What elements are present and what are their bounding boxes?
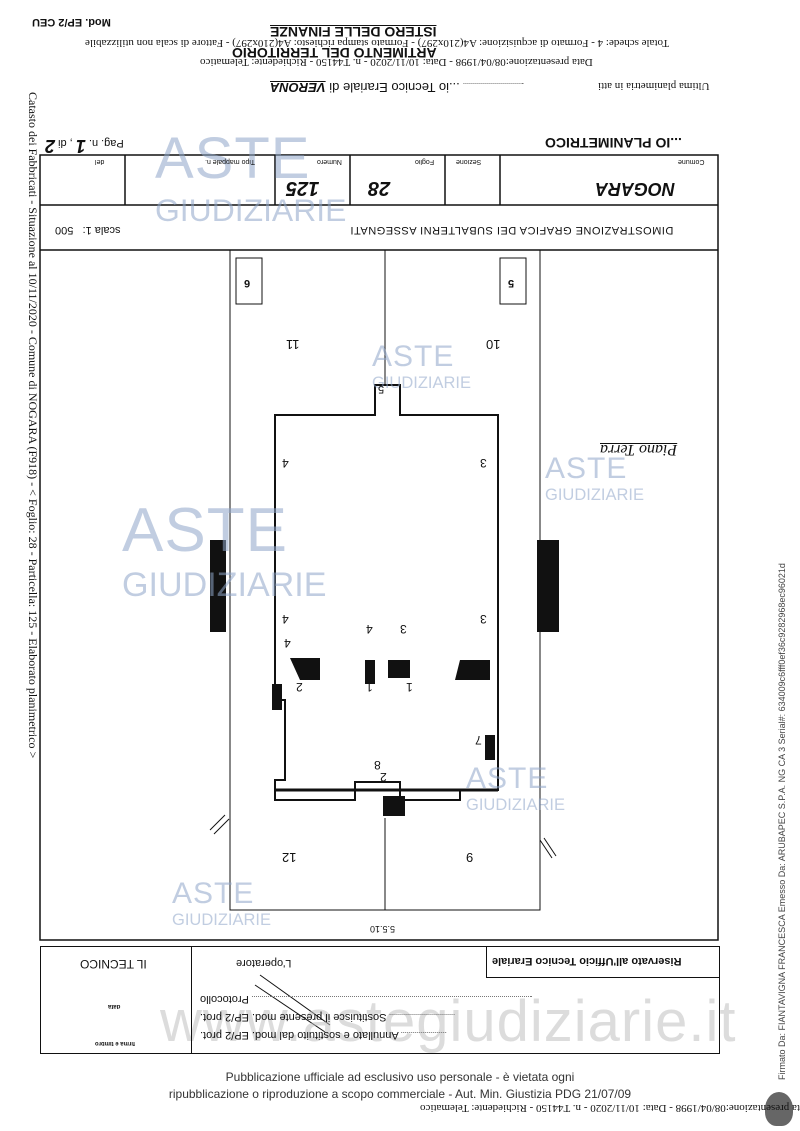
seal-icon [765, 1092, 793, 1126]
sub-label: 4 [282, 612, 289, 626]
tecnico-label: IL TECNICO [80, 957, 147, 971]
sub-label: 5 [508, 277, 515, 289]
sub-label: 2 [296, 680, 303, 694]
reserved-title: Riservato all'Ufficio Tecnico Erariale [492, 955, 682, 967]
section-title: DIMOSTRAZIONE GRAFICA DEI SUBALTERNI ASS… [350, 224, 674, 236]
protocollo-field: Protocollo [200, 993, 532, 1005]
reserved-box [40, 946, 720, 1054]
office: ...io Tecnico Erariale di VERONA [270, 80, 524, 95]
signature-side-note: Firmato Da: FIANTAVIGNA FRANCESCA Emesso… [777, 563, 787, 1080]
operatore-label: L'operatore [236, 957, 292, 969]
sub-label: 6 [244, 277, 251, 289]
value-foglio: 28 [368, 177, 391, 199]
footer-line-2: ripubblicazione o riproduzione a scopo c… [168, 1087, 632, 1101]
form-title: ...IO PLANIMETRICO [545, 135, 682, 151]
watermark-site: www.astegiudiziarie.it [160, 989, 737, 1054]
col-tipo-mappale: Tipo mappale n. [205, 158, 255, 165]
page-indicator: Pag. n. 1 , di 2 [45, 136, 124, 156]
plan-note: 5.5.10 [370, 924, 396, 934]
footer-repeat-line: Data presentazione:08/04/1998 - Data: 10… [420, 1102, 800, 1114]
sub-label: 4 [366, 622, 373, 636]
scale: scala 1: 500 [55, 224, 121, 236]
sub-label: 2 [380, 770, 387, 784]
sub-label: 10 [486, 337, 501, 352]
sub-label: 12 [282, 850, 297, 865]
data-label: data [108, 1003, 121, 1009]
firma-label: firma e timbro [95, 1040, 136, 1046]
sub-label: 7 [475, 733, 482, 747]
sub-label: 1 [406, 680, 413, 694]
col-del: del [95, 158, 105, 165]
form-frame [39, 154, 719, 941]
sub-label: 4 [284, 636, 291, 650]
floor-label: Piano Terra [600, 441, 678, 458]
col-comune: Comune [678, 158, 705, 165]
col-sezione: Sezione [456, 158, 482, 165]
sub-label: 4 [282, 456, 289, 470]
sub-label: 1 [366, 680, 373, 694]
sub-label: 3 [480, 612, 487, 626]
cadastre-side-note: Catasto dei Fabbricati - Situazione al 1… [26, 92, 40, 759]
col-numero: Numero [317, 158, 342, 165]
sub-label: 9 [466, 850, 474, 865]
col-foglio: Foglio [415, 158, 435, 165]
sub-label: 3 [480, 456, 487, 470]
annullato-field: Annullato e sostituito dal mod. EP/2 pro… [200, 1029, 447, 1041]
model-code: Mod. EP/2 CEU [32, 16, 111, 28]
value-comune: NOGARA [595, 179, 675, 199]
value-numero: 125 [286, 177, 320, 199]
footer-line-1: Pubblicazione ufficiale ad esclusivo uso… [225, 1070, 575, 1084]
sub-label: 5 [378, 383, 385, 395]
sub-label: 11 [286, 337, 300, 352]
presentation-line: Data presentazione:08/04/1998 - Data: 10… [200, 56, 593, 68]
sub-label: 3 [400, 622, 407, 636]
last-plan: Ultima planimetria in atti [598, 80, 710, 92]
sostituisce-field: Sostituisce il presente mod. EP/2 prot. [200, 1011, 455, 1023]
